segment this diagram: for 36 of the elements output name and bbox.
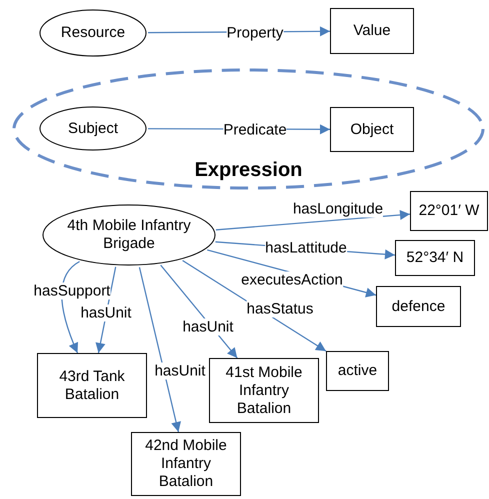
arrow (138, 267, 181, 432)
node-label: active (338, 362, 378, 380)
node-label: 43rd Tank Batalion (58, 368, 126, 404)
node-label: 22°01′ W (418, 202, 480, 220)
node-label: Subject (68, 120, 118, 138)
resource-ellipse (38, 105, 148, 152)
edge-label: hasLongitude (292, 200, 384, 218)
value-box (395, 240, 475, 276)
edge-label: hasUnit (80, 304, 132, 322)
value-box (330, 107, 414, 152)
group-heading: Expression (194, 158, 302, 183)
edge-label: hasUnit (182, 318, 234, 336)
node-label: defence (392, 298, 446, 316)
value-box (209, 358, 319, 423)
value-box (326, 351, 389, 391)
edge-label: hasStatus (246, 300, 314, 318)
edge-label: Property (226, 24, 284, 42)
value-box (330, 8, 414, 54)
node-label: 42nd Mobile Infantry Batalion (144, 437, 228, 491)
resource-ellipse (38, 8, 148, 58)
edge-label: hasUnit (154, 362, 206, 380)
node-label: 52°34′ N (406, 249, 464, 267)
arrow (216, 210, 410, 230)
value-box (37, 353, 147, 418)
edge-label: hasSupport (34, 282, 110, 300)
node-label: Object (350, 120, 394, 138)
value-box (131, 432, 241, 496)
node-label: 41st Mobile Infantry Batalion (224, 364, 304, 418)
node-label: Value (353, 22, 391, 40)
node-label: Resource (60, 24, 126, 42)
expression-ellipse (12, 68, 485, 190)
value-box (376, 286, 461, 327)
node-label: 4th Mobile Infantry Brigade (66, 217, 192, 253)
resource-ellipse (41, 203, 217, 267)
edge-label: executesAction (241, 272, 343, 288)
value-box (410, 191, 488, 231)
